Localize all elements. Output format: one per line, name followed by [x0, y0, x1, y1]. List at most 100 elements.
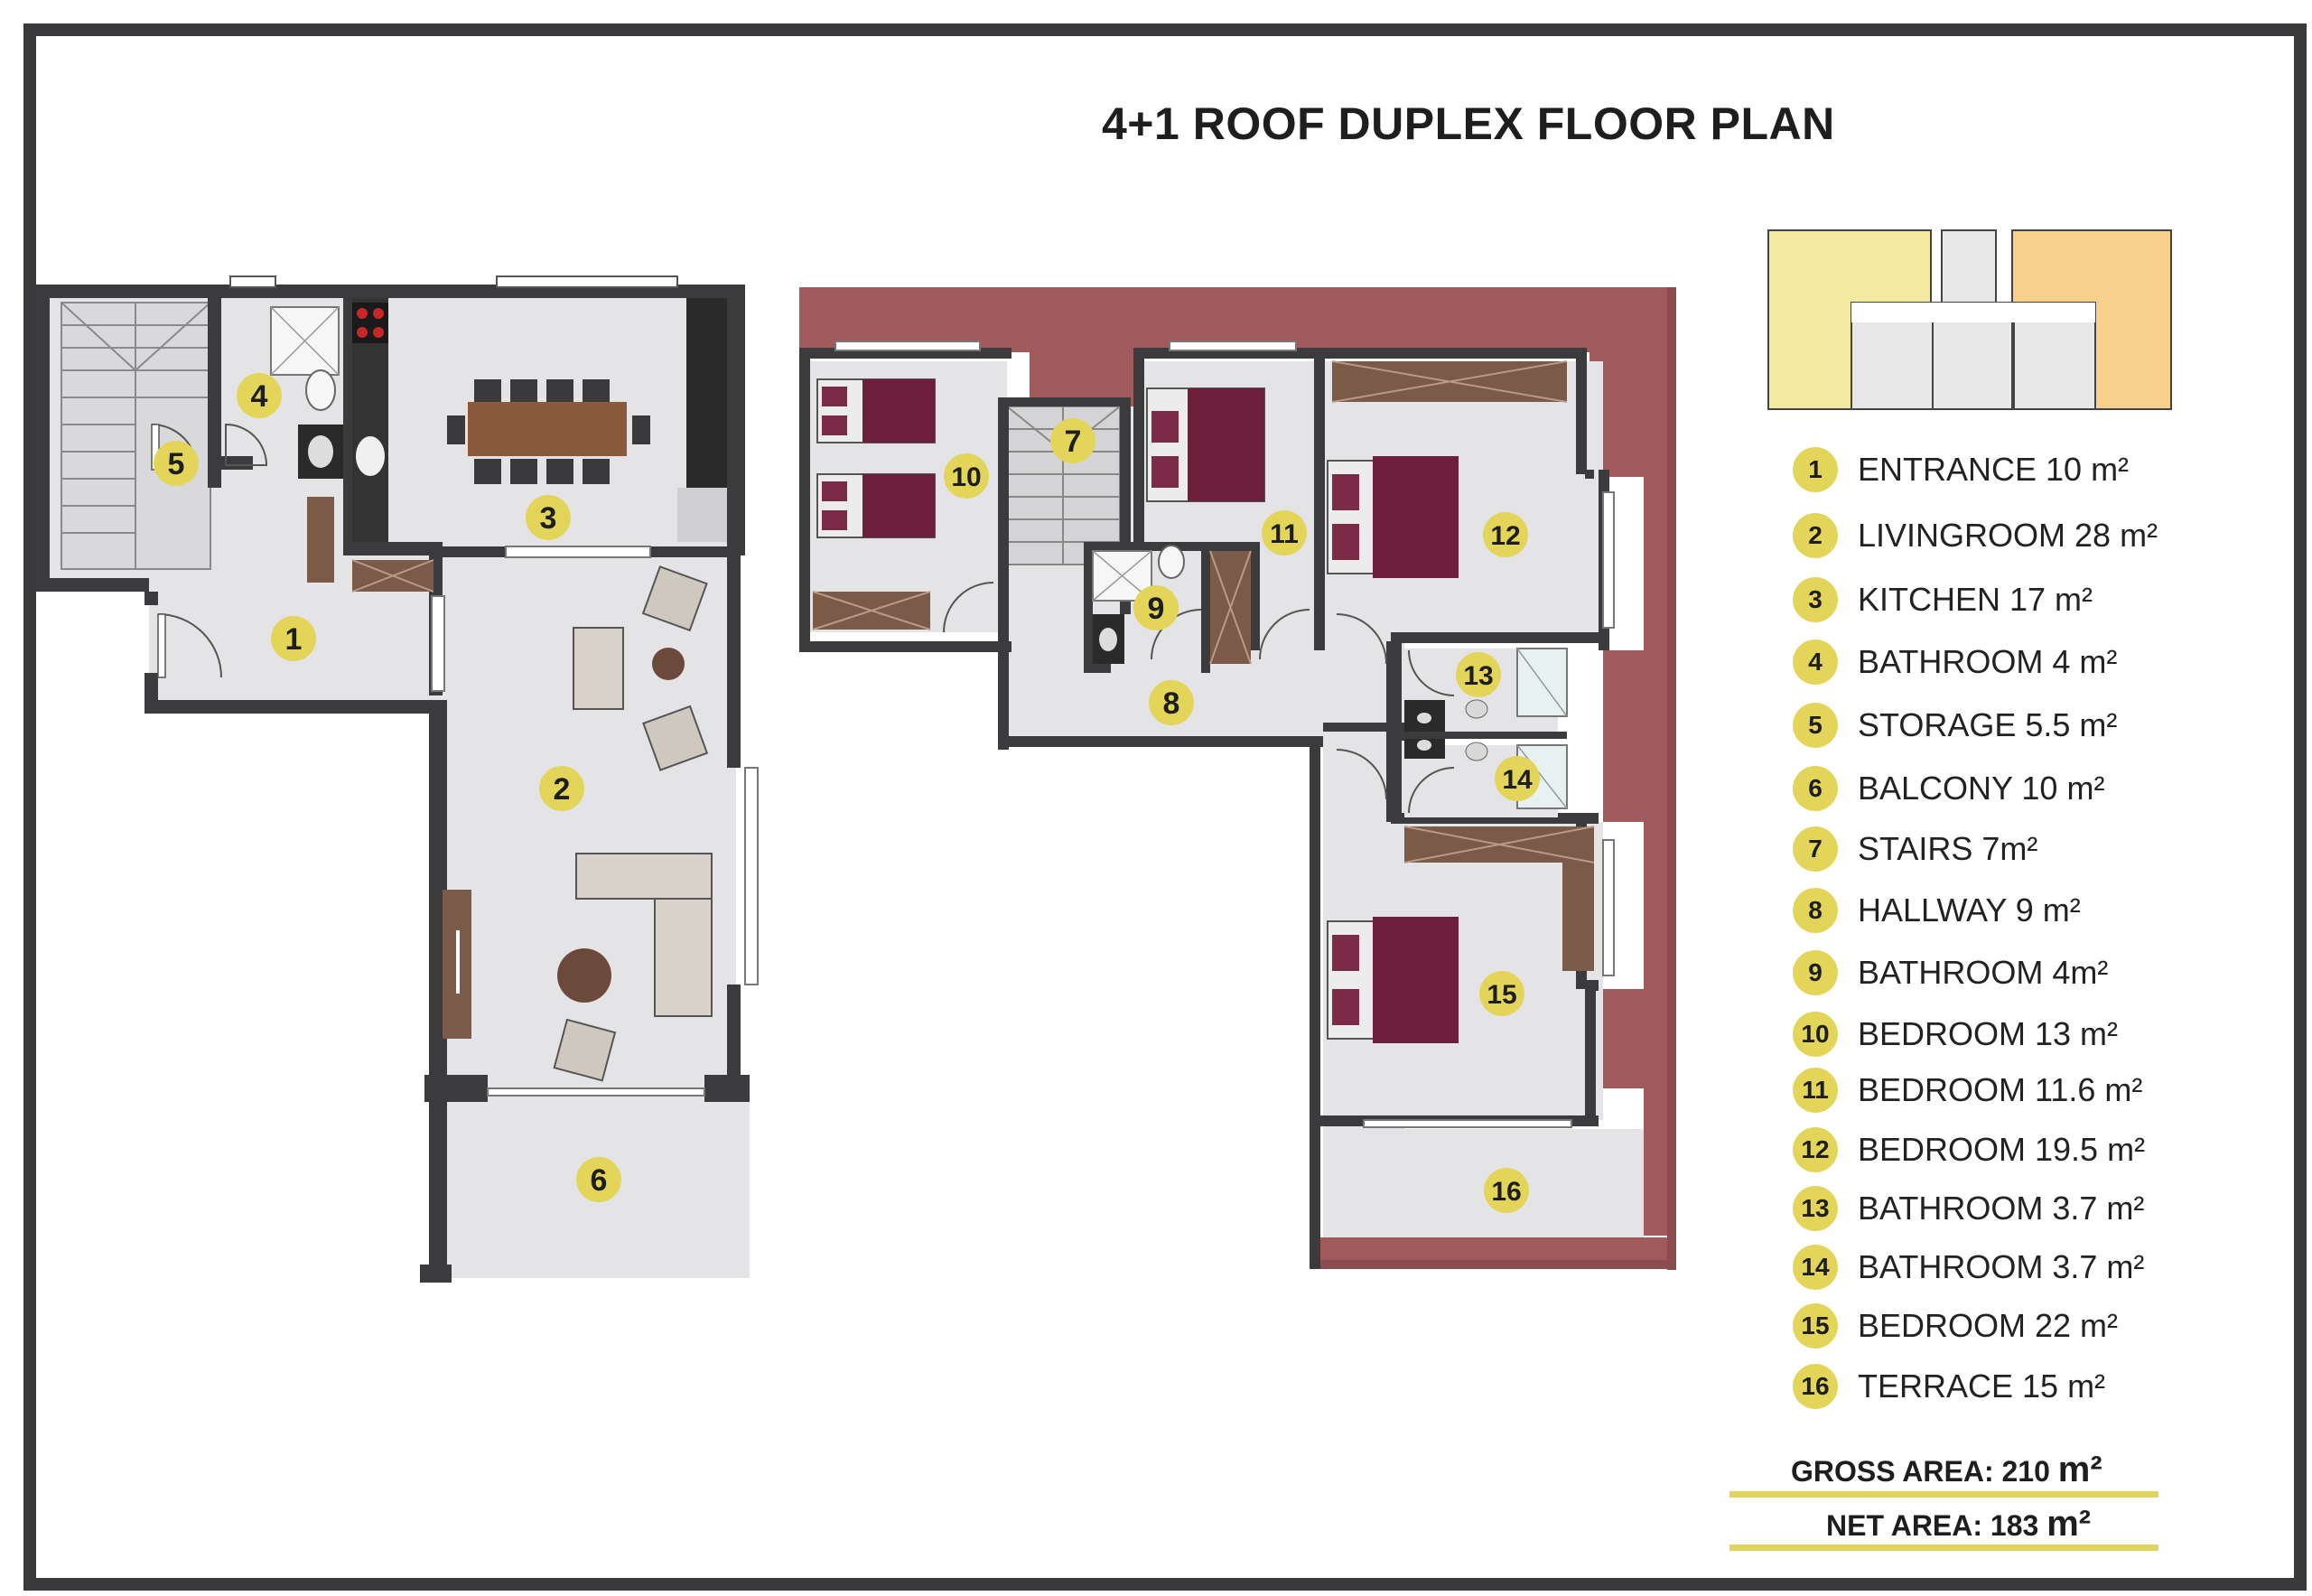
page-title: 4+1 ROOF DUPLEX FLOOR PLAN	[1102, 98, 1835, 149]
plan-badge-16: 16	[1484, 1168, 1529, 1213]
legend-label: BATHROOM 3.7 m²	[1858, 1248, 2145, 1285]
plan-badge-13: 13	[1456, 652, 1501, 697]
net-area-rule	[1729, 1545, 2158, 1551]
beds	[816, 378, 1459, 1043]
legend-item: 7 STAIRS 7m²	[1793, 826, 2037, 872]
svg-text:3: 3	[540, 501, 557, 536]
gross-area-value: 210	[2001, 1455, 2050, 1488]
svg-text:9: 9	[1148, 592, 1165, 626]
gross-area-label: GROSS AREA:	[1791, 1455, 1994, 1488]
net-area: NET AREA: 183 m²	[1826, 1504, 2091, 1545]
legend-label: BEDROOM 22 m²	[1858, 1307, 2119, 1344]
svg-text:15: 15	[1487, 980, 1516, 1010]
legend-label: BALCONY 10 m²	[1858, 770, 2105, 807]
living-furniture	[443, 565, 713, 1082]
legend-item: 16 TERRACE 15 m²	[1793, 1364, 2105, 1409]
lower-floor	[36, 275, 759, 1283]
legend-item: 15 BEDROOM 22 m²	[1793, 1303, 2118, 1349]
legend-item: 2 LIVINGROOM 28 m²	[1793, 513, 2158, 558]
legend-item: 1 ENTRANCE 10 m²	[1793, 447, 2129, 492]
plan-badge-4: 4	[237, 373, 282, 418]
svg-text:11: 11	[1270, 519, 1299, 549]
plan-badge-2: 2	[539, 766, 584, 811]
legend-item: 12 BEDROOM 19.5 m²	[1793, 1127, 2145, 1172]
legend-badge: 10	[1793, 1012, 1838, 1057]
svg-text:14: 14	[1502, 765, 1533, 795]
legend-badge: 3	[1793, 577, 1838, 622]
svg-text:4: 4	[251, 379, 268, 414]
legend-label: BEDROOM 13 m²	[1858, 1015, 2119, 1052]
plan-badge-9: 9	[1133, 585, 1179, 630]
svg-text:2: 2	[554, 772, 571, 807]
legend-label: BATHROOM 3.7 m²	[1858, 1190, 2145, 1227]
legend-badge: 16	[1793, 1364, 1838, 1409]
svg-text:16: 16	[1491, 1177, 1521, 1207]
legend-badge: 8	[1793, 888, 1838, 933]
legend-badge: 7	[1793, 826, 1838, 872]
legend-item: 8 HALLWAY 9 m²	[1793, 888, 2081, 933]
plan-badge-11: 11	[1262, 510, 1307, 555]
legend-label: TERRACE 15 m²	[1858, 1367, 2106, 1405]
legend-item: 14 BATHROOM 3.7 m²	[1793, 1245, 2144, 1290]
gross-area-unit: m²	[2057, 1450, 2102, 1489]
legend-item: 4 BATHROOM 4 m²	[1793, 639, 2117, 685]
gross-area-rule	[1729, 1491, 2158, 1498]
plan-badge-10: 10	[944, 453, 989, 499]
upper-floor	[799, 287, 1676, 1270]
legend-item: 5 STORAGE 5.5 m²	[1793, 703, 2117, 748]
legend-label: BEDROOM 11.6 m²	[1858, 1071, 2143, 1108]
legend-label: KITCHEN 17 m²	[1858, 581, 2093, 618]
stair-treads	[61, 302, 211, 570]
svg-text:8: 8	[1163, 686, 1180, 721]
legend-badge: 15	[1793, 1303, 1838, 1349]
legend-label: BATHROOM 4 m²	[1858, 643, 2118, 680]
plan-badge-6: 6	[576, 1157, 621, 1202]
svg-text:12: 12	[1490, 521, 1520, 551]
plan-badge-15: 15	[1479, 971, 1524, 1016]
legend-badge: 2	[1793, 513, 1838, 558]
legend-label: BEDROOM 19.5 m²	[1858, 1131, 2146, 1168]
legend-badge: 9	[1793, 950, 1838, 995]
legend-item: 13 BATHROOM 3.7 m²	[1793, 1186, 2144, 1231]
legend-item: 9 BATHROOM 4m²	[1793, 950, 2108, 995]
dining-table	[447, 379, 650, 484]
plan-badge-1: 1	[271, 616, 316, 661]
net-area-value: 183	[1990, 1509, 2039, 1542]
plan-badges: 1 2 3 4 5 6 7 8 9 10 11 12 13 14 15 16	[154, 373, 1540, 1213]
legend-badge: 5	[1793, 703, 1838, 748]
legend-label: BATHROOM 4m²	[1858, 954, 2109, 991]
legend-label: STAIRS 7m²	[1858, 830, 2038, 867]
legend-badge: 1	[1793, 447, 1838, 492]
plan-badge-14: 14	[1495, 756, 1540, 801]
svg-text:6: 6	[591, 1163, 608, 1198]
svg-text:10: 10	[951, 462, 981, 492]
key-plan	[1767, 229, 2172, 410]
legend-label: ENTRANCE 10 m²	[1858, 451, 2130, 488]
legend-badge: 12	[1793, 1127, 1838, 1172]
svg-text:1: 1	[285, 622, 303, 657]
legend-item: 6 BALCONY 10 m²	[1793, 766, 2104, 811]
svg-text:5: 5	[168, 447, 185, 481]
legend-item: 10 BEDROOM 13 m²	[1793, 1012, 2118, 1057]
plan-badge-3: 3	[526, 495, 571, 540]
net-area-label: NET AREA:	[1826, 1509, 1983, 1542]
legend-badge: 13	[1793, 1186, 1838, 1231]
plan-badge-5: 5	[154, 441, 199, 486]
plan-badge-8: 8	[1149, 680, 1194, 725]
legend-badge: 4	[1793, 639, 1838, 685]
svg-text:7: 7	[1065, 425, 1082, 459]
plan-badge-12: 12	[1483, 512, 1528, 557]
legend-badge: 6	[1793, 766, 1838, 811]
plan-badge-7: 7	[1050, 418, 1095, 463]
net-area-unit: m²	[2046, 1504, 2092, 1544]
toilet-icon	[305, 369, 336, 411]
gross-area: GROSS AREA: 210 m²	[1791, 1450, 2102, 1490]
legend-label: LIVINGROOM 28 m²	[1858, 517, 2158, 554]
svg-text:13: 13	[1463, 661, 1493, 691]
legend-item: 3 KITCHEN 17 m²	[1793, 577, 2093, 622]
legend-label: STORAGE 5.5 m²	[1858, 706, 2118, 743]
legend-label: HALLWAY 9 m²	[1858, 891, 2081, 929]
legend-badge: 14	[1793, 1245, 1838, 1290]
